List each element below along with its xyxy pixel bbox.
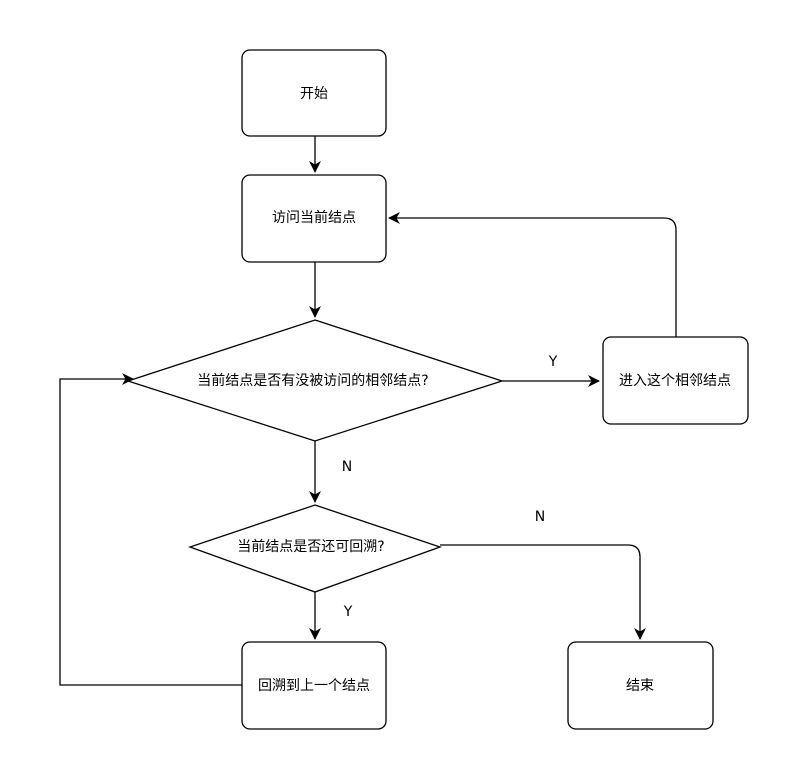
- node-backtrack-label: 回溯到上一个结点: [258, 678, 370, 694]
- edge-label-can-backtrack-no: N: [535, 509, 545, 525]
- edge-label-can-backtrack-yes: Y: [343, 604, 353, 620]
- node-can-backtrack-label: 当前结点是否还可回溯?: [237, 538, 384, 555]
- node-end: 结束: [567, 641, 714, 730]
- edge-label-has-unvisited-yes: Y: [548, 354, 558, 370]
- node-backtrack: 回溯到上一个结点: [241, 641, 387, 730]
- node-enter-neighbor: 进入这个相邻结点: [602, 336, 749, 425]
- node-enter-neighbor-label: 进入这个相邻结点: [619, 372, 731, 389]
- node-can-backtrack-decision: 当前结点是否还可回溯?: [188, 504, 442, 593]
- node-start: 开始: [241, 49, 387, 137]
- node-has-unvisited-decision: 当前结点是否有没被访问的相邻结点?: [125, 319, 505, 442]
- node-visit-label: 访问当前结点: [272, 209, 356, 226]
- edge-enter-back-to-visit: [388, 212, 677, 337]
- node-visit: 访问当前结点: [241, 174, 387, 263]
- node-has-unvisited-label: 当前结点是否有没被访问的相邻结点?: [197, 372, 428, 389]
- node-start-label: 开始: [300, 86, 328, 102]
- edge-backtrack-check-no-to-end: [440, 544, 646, 640]
- node-end-label: 结束: [626, 678, 654, 694]
- edge-label-has-unvisited-no: N: [342, 459, 352, 475]
- edge-backtrack-loop: [59, 373, 242, 686]
